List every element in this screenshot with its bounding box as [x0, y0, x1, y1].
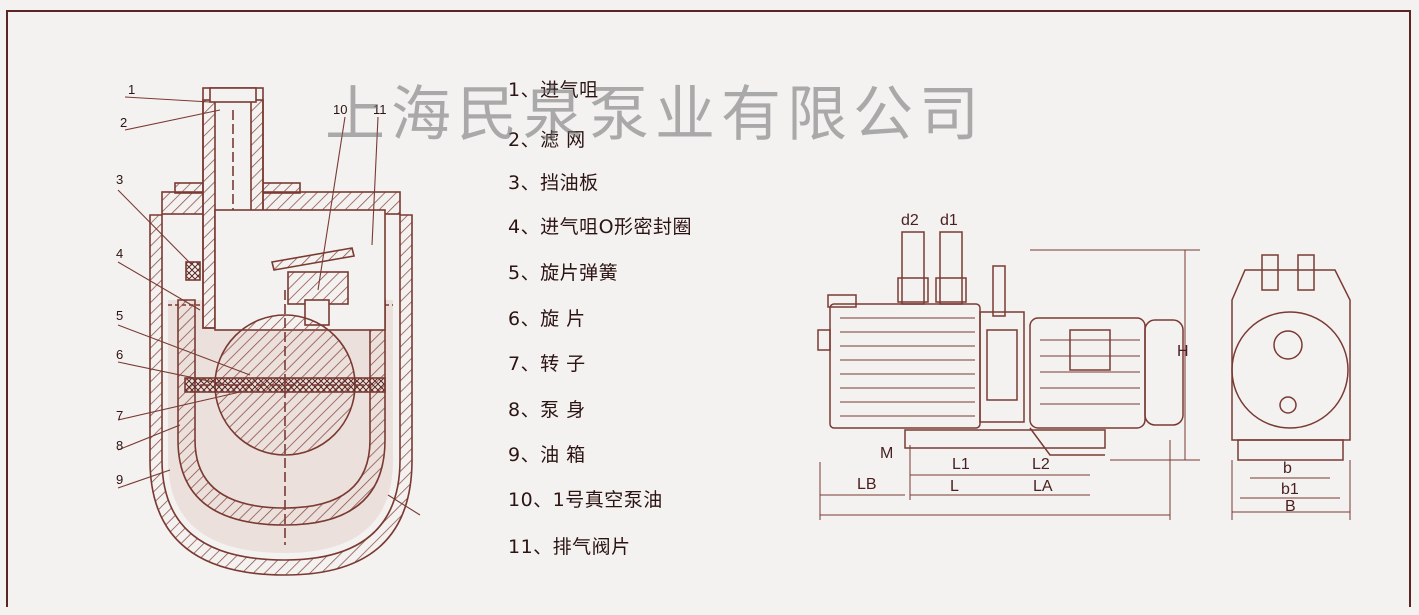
- dim-h: H: [1177, 343, 1189, 360]
- legend-item: 5、旋片弹簧: [508, 262, 619, 284]
- callout-6: 6: [116, 347, 124, 362]
- diagram-frame: [6, 10, 1411, 607]
- callout-3: 3: [116, 172, 124, 187]
- legend-item: 2、滤 网: [508, 129, 586, 151]
- end-view-dimensions: [1231, 460, 1351, 520]
- pump-cross-section: [149, 87, 413, 576]
- dim-la: LA: [1033, 478, 1053, 495]
- callout-5: 5: [116, 308, 124, 323]
- legend-item: 4、进气咀O形密封圈: [508, 216, 693, 238]
- callout-11: 11: [373, 102, 387, 117]
- dim-l1: L1: [952, 456, 970, 473]
- pump-end-view: [1231, 254, 1351, 461]
- callout-1: 1: [128, 82, 136, 97]
- dim-m: M: [880, 445, 894, 462]
- callout-7: 7: [116, 408, 124, 423]
- dim-b-large: B: [1285, 498, 1296, 515]
- legend-item: 11、排气阀片: [508, 536, 631, 558]
- callout-2: 2: [120, 115, 128, 130]
- company-watermark: 上海民泉泵业有限公司: [325, 80, 985, 150]
- callout-9: 9: [116, 472, 124, 487]
- dim-d2: d2: [901, 212, 919, 229]
- legend-item: 3、挡油板: [508, 172, 599, 194]
- legend-item: 7、转 子: [508, 353, 586, 375]
- callout-4: 4: [116, 246, 124, 261]
- dim-l: L: [950, 478, 959, 495]
- dim-lb: LB: [857, 476, 877, 493]
- callout-10: 10: [333, 102, 348, 117]
- callout-leaders: [117, 96, 421, 516]
- legend-item: 8、泵 身: [508, 399, 586, 421]
- dim-b-small: b: [1283, 460, 1292, 477]
- legend-item: 6、旋 片: [508, 308, 586, 330]
- dim-d1: d1: [940, 212, 958, 229]
- legend-item: 9、油 箱: [508, 444, 586, 466]
- legend-item: 1、进气咀: [508, 79, 599, 101]
- callout-8: 8: [116, 438, 124, 453]
- pump-side-view: [817, 231, 1184, 456]
- dim-l2: L2: [1032, 456, 1050, 473]
- legend-item: 10、1号真空泵油: [508, 489, 663, 511]
- dim-b1: b1: [1281, 481, 1299, 498]
- side-view-dimensions: [819, 249, 1200, 520]
